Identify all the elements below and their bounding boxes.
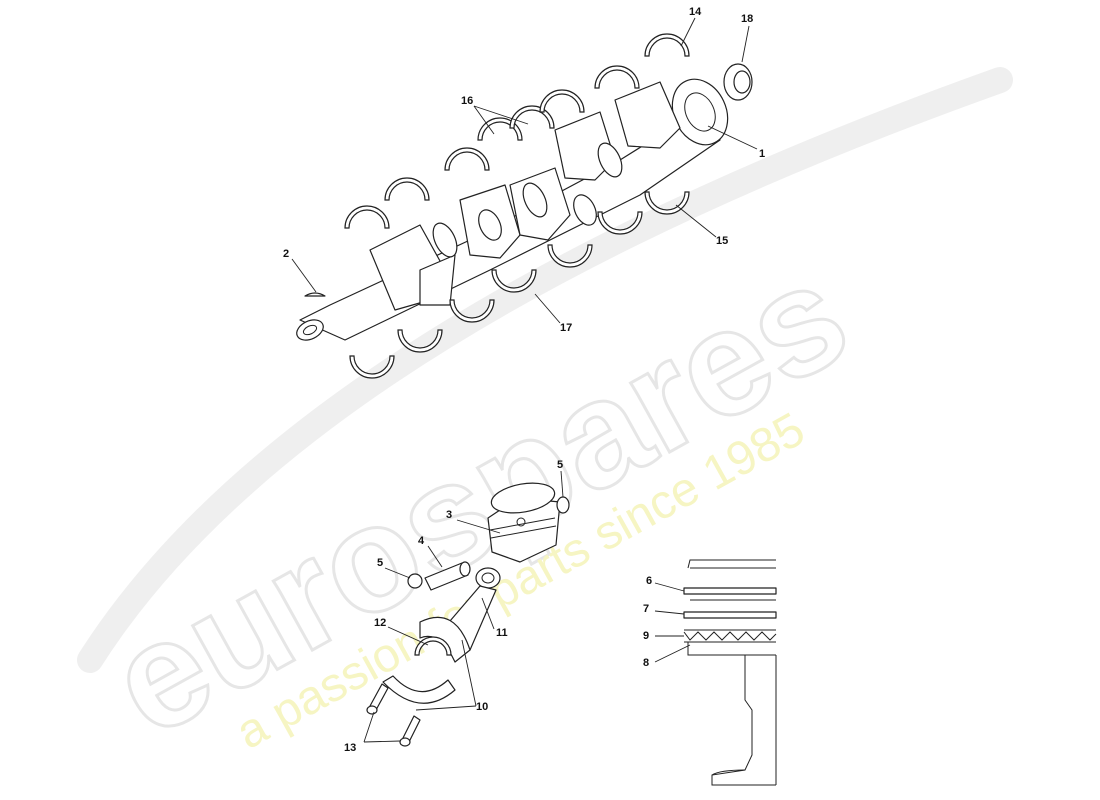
callout-16: 16 [461,95,473,107]
oil-ring-expander [683,631,777,641]
connecting-rod [419,567,501,663]
callout-7: 7 [643,603,649,615]
callout-9: 9 [643,630,649,642]
callout-2: 2 [283,248,289,260]
piston [487,482,561,563]
callout-13: 13 [344,742,356,754]
callout-14: 14 [689,6,702,18]
rod-cap [382,675,456,704]
callout-labels: 1 2 3 4 5 5 6 7 8 9 10 11 12 13 14 15 16… [283,6,765,754]
callout-18: 18 [741,13,753,25]
lower-bearing-shells [349,191,690,379]
callout-6: 6 [646,575,652,587]
piston-ring-section [683,559,777,786]
callout-3: 3 [446,509,452,521]
callout-8: 8 [643,657,649,669]
leader-lines [291,17,758,743]
gudgeon-pin [424,561,471,591]
callout-10: 10 [476,701,488,713]
callout-5: 5 [557,459,563,471]
upper-bearing-shells [344,33,690,229]
woodruff-key [304,292,326,297]
callout-4: 4 [418,535,425,547]
callout-11: 11 [496,627,508,639]
callout-12: 12 [374,617,386,629]
callout-17: 17 [560,322,572,334]
crankshaft [296,78,729,341]
circlip [407,573,423,589]
rod-bolts [366,683,421,747]
callout-15: 15 [716,235,728,247]
piston-conrod-assembly [366,482,570,747]
crankshaft-assembly [296,33,753,379]
rear-seal [723,63,753,101]
callout-1: 1 [759,148,765,160]
circlip [556,496,570,514]
big-end-shell [414,636,452,656]
callout-5: 5 [377,557,383,569]
